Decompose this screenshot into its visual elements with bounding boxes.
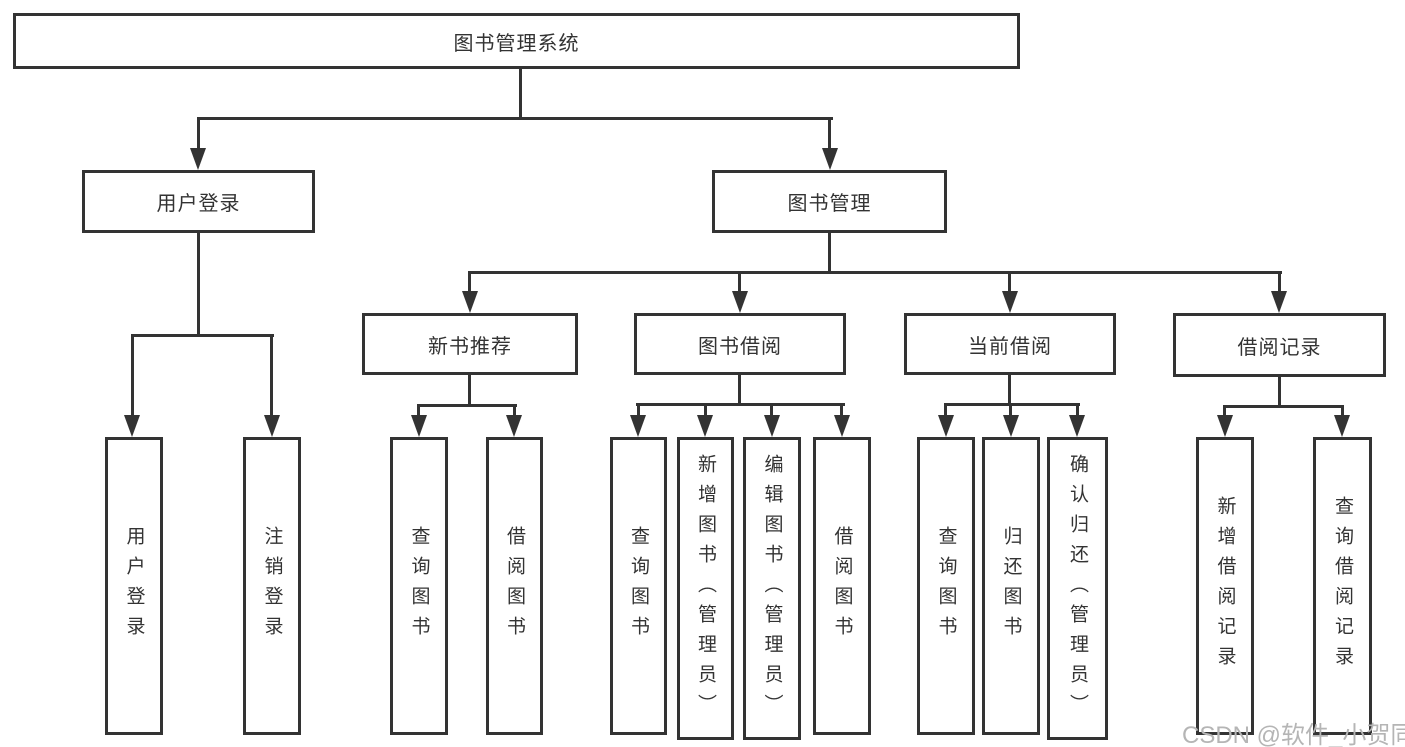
node-label: 新书推荐 bbox=[428, 335, 512, 358]
connector-line bbox=[944, 403, 947, 417]
arrowhead-down-icon bbox=[938, 415, 954, 437]
node-book-management: 图书管理 bbox=[712, 170, 947, 233]
connector-line bbox=[738, 271, 741, 295]
connector-line bbox=[197, 117, 200, 150]
leaf-label: 确认归还（管理员） bbox=[1067, 453, 1088, 724]
connector-line bbox=[417, 404, 517, 407]
arrowhead-down-icon bbox=[1002, 291, 1018, 313]
connector-line bbox=[468, 271, 1282, 274]
arrowhead-down-icon bbox=[764, 415, 780, 437]
leaf-query-borrow-record: 查询借阅记录 bbox=[1313, 437, 1372, 735]
connector-line bbox=[704, 403, 707, 417]
arrowhead-down-icon bbox=[1271, 291, 1287, 313]
leaf-query-books-3: 查询图书 bbox=[917, 437, 975, 735]
connector-line bbox=[637, 403, 640, 417]
connector-line bbox=[828, 117, 831, 150]
node-borrowing-records: 借阅记录 bbox=[1173, 313, 1386, 377]
leaf-logout: 注销登录 bbox=[243, 437, 301, 735]
connector-line bbox=[944, 403, 1080, 406]
node-label: 图书借阅 bbox=[698, 335, 782, 358]
arrowhead-down-icon bbox=[411, 415, 427, 437]
node-label: 当前借阅 bbox=[968, 335, 1052, 358]
leaf-label: 查询图书 bbox=[935, 526, 957, 646]
node-label: 图书管理 bbox=[787, 193, 872, 215]
arrowhead-down-icon bbox=[506, 415, 522, 437]
arrowhead-down-icon bbox=[1003, 415, 1019, 437]
leaf-borrow-books-2: 借阅图书 bbox=[813, 437, 871, 735]
arrowhead-down-icon bbox=[822, 148, 838, 170]
node-book-borrowing: 图书借阅 bbox=[634, 313, 846, 375]
leaf-add-borrow-record: 新增借阅记录 bbox=[1196, 437, 1254, 735]
connector-line bbox=[131, 334, 274, 337]
connector-line bbox=[1009, 403, 1012, 417]
connector-line bbox=[519, 66, 522, 120]
leaf-user-login: 用户登录 bbox=[105, 437, 163, 735]
node-current-borrowing: 当前借阅 bbox=[904, 313, 1116, 375]
leaf-label: 借阅图书 bbox=[504, 526, 525, 646]
node-label: 用户登录 bbox=[156, 193, 241, 215]
connector-line bbox=[513, 404, 516, 417]
leaf-query-books-1: 查询图书 bbox=[390, 437, 448, 735]
leaf-label: 编辑图书（管理员） bbox=[761, 453, 783, 724]
connector-line bbox=[1008, 373, 1011, 406]
arrowhead-down-icon bbox=[630, 415, 646, 437]
leaf-borrow-books-1: 借阅图书 bbox=[486, 437, 543, 735]
node-label: 图书管理系统 bbox=[453, 32, 580, 55]
connector-line bbox=[1076, 403, 1079, 417]
arrowhead-down-icon bbox=[190, 148, 206, 170]
leaf-query-books-2: 查询图书 bbox=[610, 437, 667, 735]
arrowhead-down-icon bbox=[697, 415, 713, 437]
connector-line bbox=[636, 403, 845, 406]
leaf-label: 查询借阅记录 bbox=[1332, 496, 1353, 676]
connector-line bbox=[1008, 271, 1011, 295]
arrowhead-down-icon bbox=[264, 415, 280, 437]
leaf-label: 借阅图书 bbox=[831, 526, 853, 646]
leaf-label: 注销登录 bbox=[261, 526, 283, 646]
leaf-add-books-admin: 新增图书（管理员） bbox=[677, 437, 734, 740]
leaf-label: 归还图书 bbox=[1000, 526, 1022, 646]
connector-line bbox=[197, 117, 833, 120]
connector-line bbox=[468, 271, 471, 295]
leaf-return-books: 归还图书 bbox=[982, 437, 1040, 735]
csdn-watermark: CSDN @软件_小贺同学 bbox=[1182, 722, 1405, 747]
connector-line bbox=[1223, 405, 1226, 417]
arrowhead-down-icon bbox=[834, 415, 850, 437]
node-system-root: 图书管理系统 bbox=[13, 13, 1020, 69]
connector-line bbox=[468, 373, 471, 407]
arrowhead-down-icon bbox=[1217, 415, 1233, 437]
leaf-label: 新增图书（管理员） bbox=[695, 453, 716, 724]
connector-line bbox=[1341, 405, 1344, 417]
arrowhead-down-icon bbox=[1069, 415, 1085, 437]
node-user-login: 用户登录 bbox=[82, 170, 315, 233]
connector-line bbox=[738, 373, 741, 406]
connector-line bbox=[1278, 375, 1281, 408]
node-new-book-recommend: 新书推荐 bbox=[362, 313, 578, 375]
connector-line bbox=[840, 403, 843, 417]
leaf-edit-books-admin: 编辑图书（管理员） bbox=[743, 437, 801, 740]
connector-line bbox=[417, 404, 420, 417]
leaf-label: 查询图书 bbox=[408, 526, 430, 646]
leaf-confirm-return-admin: 确认归还（管理员） bbox=[1047, 437, 1108, 740]
connector-line bbox=[770, 403, 773, 417]
connector-line bbox=[1223, 405, 1344, 408]
connector-line bbox=[197, 230, 200, 337]
leaf-label: 用户登录 bbox=[123, 526, 145, 646]
connector-line bbox=[131, 334, 134, 417]
leaf-label: 查询图书 bbox=[628, 526, 649, 646]
arrowhead-down-icon bbox=[1334, 415, 1350, 437]
connector-line bbox=[828, 230, 831, 274]
connector-line bbox=[270, 334, 273, 417]
connector-line bbox=[1278, 271, 1281, 295]
arrowhead-down-icon bbox=[462, 291, 478, 313]
arrowhead-down-icon bbox=[732, 291, 748, 313]
leaf-label: 新增借阅记录 bbox=[1214, 496, 1236, 676]
node-label: 借阅记录 bbox=[1237, 336, 1322, 359]
arrowhead-down-icon bbox=[124, 415, 140, 437]
